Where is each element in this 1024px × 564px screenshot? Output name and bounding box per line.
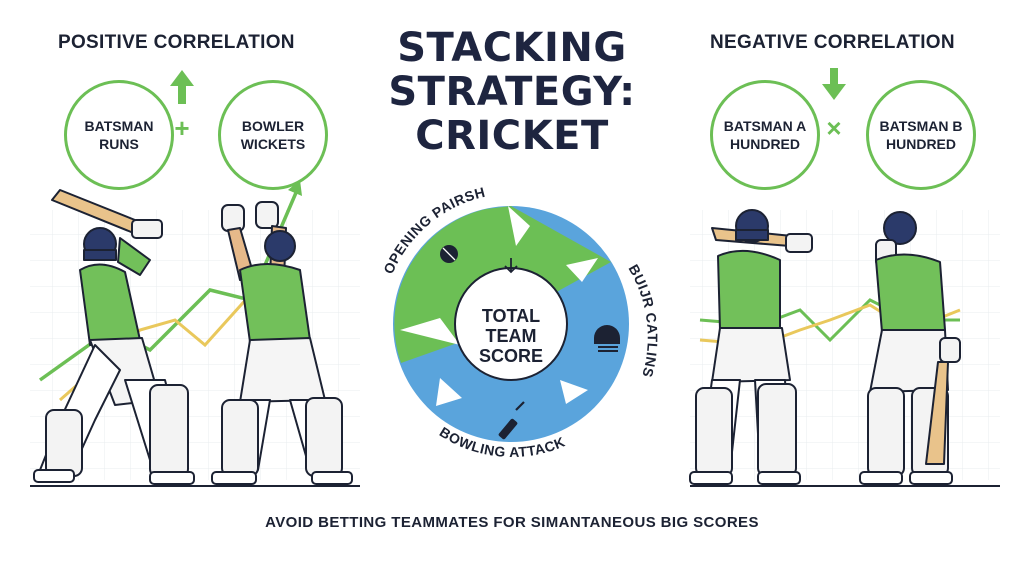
cycle-divider-2 xyxy=(508,206,530,246)
batsman-runs-circle: BATSMAN RUNS xyxy=(64,80,174,190)
batsman-swinging-figure xyxy=(33,189,195,485)
times-operator: × xyxy=(826,113,841,143)
bowler-celebrating-figure xyxy=(211,201,353,485)
batsman-a-hundred-label: BATSMAN A HUNDRED xyxy=(723,118,807,152)
cycle-divider-4 xyxy=(560,380,588,404)
bowler-wickets-circle: BOWLER WICKETS xyxy=(218,80,328,190)
title-line-2: STRATEGY: xyxy=(388,69,636,115)
cycle-divider-3 xyxy=(566,258,598,282)
title-line-3: CRICKET xyxy=(415,113,609,159)
batsman-runs-label: BATSMAN RUNS xyxy=(84,118,154,152)
cycle-center-line-3: SCORE xyxy=(479,346,543,366)
batsman-a-figure xyxy=(689,209,813,485)
negative-down-arrow-icon xyxy=(822,68,846,100)
bowler-wickets-label: BOWLER WICKETS xyxy=(240,118,306,152)
cycle-center-line-2: TEAM xyxy=(486,326,537,346)
cricket-bat-icon xyxy=(498,401,525,440)
cycle-divider-5 xyxy=(436,378,462,406)
batsman-b-hundred-circle: BATSMAN B HUNDRED xyxy=(866,80,976,190)
cycle-center-line-1: TOTAL xyxy=(482,306,540,326)
batsman-a-hundred-circle: BATSMAN A HUNDRED xyxy=(710,80,820,190)
segment-label-middle: BUIJR CATLINS xyxy=(625,262,660,380)
footer-note: AVOID BETTING TEAMMATES FOR SIMANTANEOUS… xyxy=(265,514,759,531)
batsman-b-figure xyxy=(859,211,961,485)
batsman-b-hundred-label: BATSMAN B HUNDRED xyxy=(879,118,963,152)
positive-up-arrow-icon xyxy=(170,70,194,104)
main-title: STACKING STRATEGY: CRICKET xyxy=(370,26,654,158)
plus-operator: + xyxy=(174,113,189,143)
negative-correlation-heading: NEGATIVE CORRELATION xyxy=(710,32,955,53)
cycle-center-arrow-icon xyxy=(504,258,518,274)
cycle-divider-1 xyxy=(400,318,460,345)
left-trend-arrowhead-icon xyxy=(288,180,302,196)
title-line-1: STACKING xyxy=(397,25,627,71)
cricket-ball-icon xyxy=(440,245,458,263)
positive-correlation-heading: POSITIVE CORRELATION xyxy=(58,32,295,53)
helmet-icon xyxy=(594,325,620,352)
